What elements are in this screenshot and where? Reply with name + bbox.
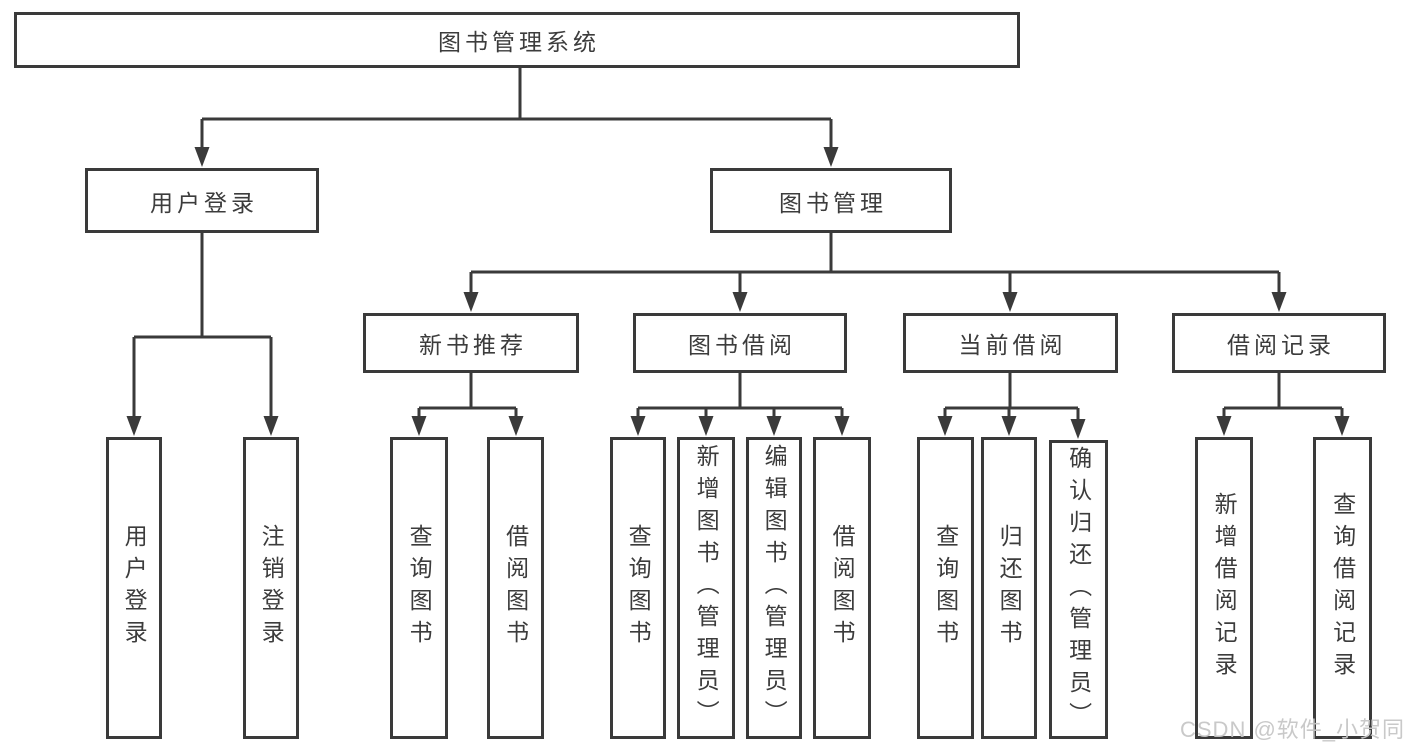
node-new-book-recommendation-label: 新书推荐 — [419, 332, 527, 358]
leaf-add-books-admin: 新增图书（管理员） — [677, 437, 735, 739]
node-library-system-label: 图书管理系统 — [438, 29, 600, 55]
arrow-down-icon — [508, 416, 524, 436]
leaf-confirm-return-admin-label: 确认归还（管理员） — [1065, 445, 1092, 734]
node-book-borrowing-label: 图书借阅 — [688, 332, 796, 358]
leaf-query-books-borrowing: 查询图书 — [610, 437, 666, 739]
node-current-borrowing-label: 当前借阅 — [958, 332, 1067, 358]
leaf-query-borrow-record: 查询借阅记录 — [1313, 437, 1372, 739]
arrow-down-icon — [463, 292, 479, 312]
arrow-down-icon — [1334, 416, 1350, 436]
node-book-management-label: 图书管理 — [779, 189, 887, 216]
leaf-add-books-admin-label: 新增图书（管理员） — [693, 444, 720, 732]
leaf-add-borrow-record: 新增借阅记录 — [1195, 437, 1253, 739]
leaf-borrow-books-borrowing-label: 借阅图书 — [829, 524, 856, 652]
connector-borrow-to-leaves — [636, 373, 844, 419]
connector-newbook-to-leaves — [417, 373, 518, 419]
leaf-query-books-recommend-label: 查询图书 — [406, 524, 433, 652]
node-user-login-label: 用户登录 — [150, 189, 258, 216]
arrow-down-icon — [1002, 292, 1018, 312]
connector-records-to-leaves — [1222, 373, 1344, 419]
node-borrowing-records: 借阅记录 — [1172, 313, 1386, 373]
arrow-down-icon — [263, 416, 279, 436]
leaf-return-books-label: 归还图书 — [996, 524, 1023, 652]
leaf-query-books-current: 查询图书 — [917, 437, 974, 739]
arrow-down-icon — [823, 147, 839, 167]
arrow-down-icon — [766, 416, 782, 436]
leaf-logout: 注销登录 — [243, 437, 299, 739]
arrow-down-icon — [1216, 416, 1232, 436]
node-new-book-recommendation: 新书推荐 — [363, 313, 579, 373]
arrow-down-icon — [1271, 292, 1287, 312]
node-book-management: 图书管理 — [710, 168, 952, 233]
arrow-down-icon — [937, 416, 953, 436]
arrow-down-icon — [1001, 416, 1017, 436]
arrow-down-icon — [1070, 419, 1086, 439]
arrow-down-icon — [698, 416, 714, 436]
leaf-logout-label: 注销登录 — [258, 524, 285, 652]
connector-bookmgmt-to-level3 — [469, 233, 1281, 295]
leaf-user-login-label: 用户登录 — [121, 524, 148, 652]
leaf-add-borrow-record-label: 新增借阅记录 — [1211, 492, 1238, 684]
leaf-query-books-borrowing-label: 查询图书 — [625, 524, 652, 652]
connector-current-to-leaves — [943, 373, 1080, 421]
node-borrowing-records-label: 借阅记录 — [1227, 332, 1335, 358]
leaf-borrow-books-borrowing: 借阅图书 — [813, 437, 871, 739]
leaf-confirm-return-admin: 确认归还（管理员） — [1049, 440, 1108, 739]
arrow-down-icon — [732, 292, 748, 312]
leaf-query-books-recommend: 查询图书 — [390, 437, 448, 739]
leaf-borrow-books-recommend-label: 借阅图书 — [502, 524, 529, 652]
connector-root-to-level2 — [200, 68, 833, 150]
arrow-down-icon — [194, 147, 210, 167]
arrow-down-icon — [630, 416, 646, 436]
node-library-system: 图书管理系统 — [14, 12, 1020, 68]
node-user-login: 用户登录 — [85, 168, 319, 233]
leaf-return-books: 归还图书 — [981, 437, 1037, 739]
leaf-edit-books-admin-label: 编辑图书（管理员） — [761, 444, 788, 732]
connector-userlogin-to-leaves — [132, 233, 273, 419]
arrow-down-icon — [834, 416, 850, 436]
leaf-user-login: 用户登录 — [106, 437, 162, 739]
node-current-borrowing: 当前借阅 — [903, 313, 1118, 373]
leaf-borrow-books-recommend: 借阅图书 — [487, 437, 544, 739]
leaf-query-borrow-record-label: 查询借阅记录 — [1329, 492, 1356, 684]
arrow-down-icon — [126, 416, 142, 436]
node-book-borrowing: 图书借阅 — [633, 313, 847, 373]
leaf-query-books-current-label: 查询图书 — [932, 524, 959, 652]
arrow-down-icon — [411, 416, 427, 436]
csdn-watermark: CSDN @软件_小贺同学 — [1180, 717, 1405, 742]
leaf-edit-books-admin: 编辑图书（管理员） — [746, 437, 802, 739]
